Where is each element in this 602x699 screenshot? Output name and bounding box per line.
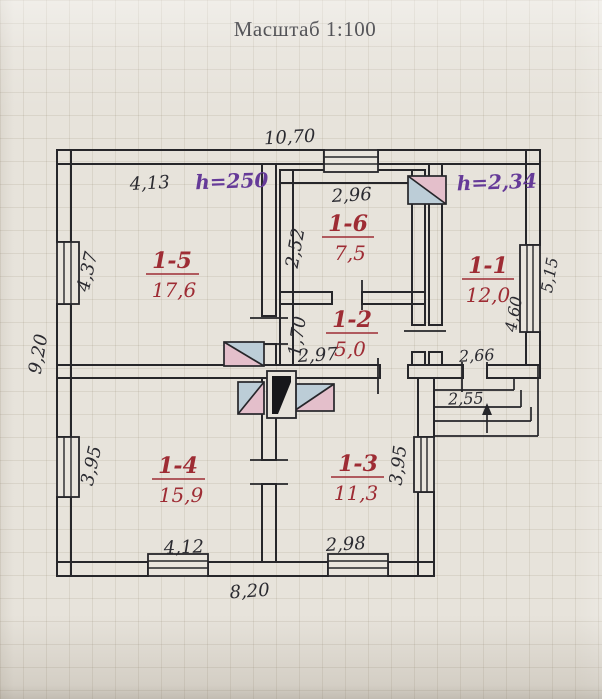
- dim-room16-width: 2,96: [330, 184, 372, 207]
- room-1-3-area: 11,3: [334, 481, 379, 505]
- stove-diagonal: [407, 175, 447, 205]
- wall-segment: [387, 561, 435, 577]
- wall-segment: [417, 377, 435, 438]
- dim-room13-width: 2,98: [324, 533, 366, 556]
- scale-title: Масштаб 1:100: [234, 17, 377, 41]
- wall-segment: [56, 149, 325, 165]
- room-1-1-area: 12,0: [466, 283, 511, 307]
- room-1-4-area: 15,9: [159, 483, 204, 507]
- porch-step-line: [434, 378, 515, 391]
- porch-steps: [434, 364, 539, 437]
- room-1-2-area: 5,0: [334, 337, 366, 361]
- wall-segment: [525, 331, 541, 366]
- wall-segment: [411, 291, 426, 326]
- wall-segment: [417, 491, 435, 577]
- stove-diagonal: [293, 383, 335, 412]
- stove-frame: [223, 341, 265, 367]
- dim-room12-width: 2,97: [296, 344, 339, 367]
- wall-segment: [486, 364, 541, 379]
- stove-icon: [237, 381, 265, 415]
- wall-segment: [56, 496, 72, 577]
- wall-segment: [361, 291, 426, 305]
- dim-room14-height: 3,95: [77, 444, 106, 488]
- room-labels: 1-5 17,6 1-6 7,5 1-2 5,0 1-1 12,0 1-4 15…: [146, 211, 514, 507]
- dim-top-overall: 10,70: [263, 126, 316, 150]
- window-frame: [327, 553, 389, 577]
- stove-icon: [407, 175, 447, 205]
- window-frame: [147, 553, 209, 577]
- entrance-arrow-head-icon: [482, 403, 492, 415]
- window-frame: [56, 436, 80, 498]
- room-1-2-label: 1-2: [332, 307, 372, 333]
- stove-diagonal: [223, 341, 265, 367]
- room-1-4-label: 1-4: [158, 453, 198, 479]
- room-1-5-area: 17,6: [152, 278, 197, 302]
- stove-icon: [293, 383, 335, 412]
- wall-segment: [56, 303, 72, 438]
- chimney-icon: [266, 370, 297, 419]
- porch-step-line: [434, 390, 522, 408]
- window-symbol: [519, 244, 541, 333]
- window-symbol: [56, 436, 80, 498]
- room-1-5-label: 1-5: [152, 248, 192, 274]
- window-frame: [519, 244, 541, 333]
- stoves: [223, 175, 447, 415]
- wall-segment: [407, 364, 464, 379]
- window-symbol: [327, 553, 389, 577]
- note-wing-height: h=2,34: [456, 169, 537, 196]
- windows: [56, 149, 541, 577]
- wall-segment: [279, 291, 294, 366]
- window-symbol: [413, 436, 435, 493]
- dim-room16-height: 2,52: [282, 226, 310, 270]
- window-frame: [56, 241, 80, 305]
- wall-segment: [411, 351, 426, 366]
- window-frame: [413, 436, 435, 493]
- dim-bottom-overall: 8,20: [229, 580, 270, 604]
- dim-left-overall: 9,20: [25, 332, 53, 375]
- window-symbol: [147, 553, 209, 577]
- wall-segment: [207, 561, 329, 577]
- dim-room11-width: 2,66: [457, 345, 495, 366]
- dim-room15-width: 4,13: [128, 172, 170, 195]
- stove-diagonal: [237, 381, 265, 415]
- wall-segment: [428, 163, 443, 326]
- wall-segment: [377, 149, 541, 165]
- dim-room14-width: 4,12: [162, 536, 204, 558]
- stove-frame: [237, 381, 265, 415]
- window-frame: [323, 149, 379, 173]
- porch-outline: [434, 364, 539, 437]
- window-symbol: [56, 241, 80, 305]
- wall-segment: [261, 483, 277, 563]
- room-1-6-label: 1-6: [328, 211, 368, 237]
- note-main-height: h=250: [195, 168, 269, 195]
- room-1-3-label: 1-3: [338, 451, 378, 477]
- stove-icon: [223, 341, 265, 367]
- dim-room13-height: 3,95: [386, 444, 412, 486]
- dim-porch-width: 2,55: [447, 388, 484, 408]
- porch-step-line: [434, 407, 532, 422]
- height-notes: h=250 h=2,34: [195, 168, 537, 196]
- door-openings: [250, 280, 488, 485]
- wall-segment: [428, 351, 443, 366]
- room-1-1-label: 1-1: [468, 253, 508, 279]
- wall-segment: [56, 364, 381, 379]
- room-1-6-area: 7,5: [334, 241, 366, 265]
- window-symbol: [323, 149, 379, 173]
- wall-segment: [261, 163, 277, 317]
- chimney-slash: [278, 382, 291, 414]
- wall-segment: [279, 291, 333, 305]
- stove-frame: [407, 175, 447, 205]
